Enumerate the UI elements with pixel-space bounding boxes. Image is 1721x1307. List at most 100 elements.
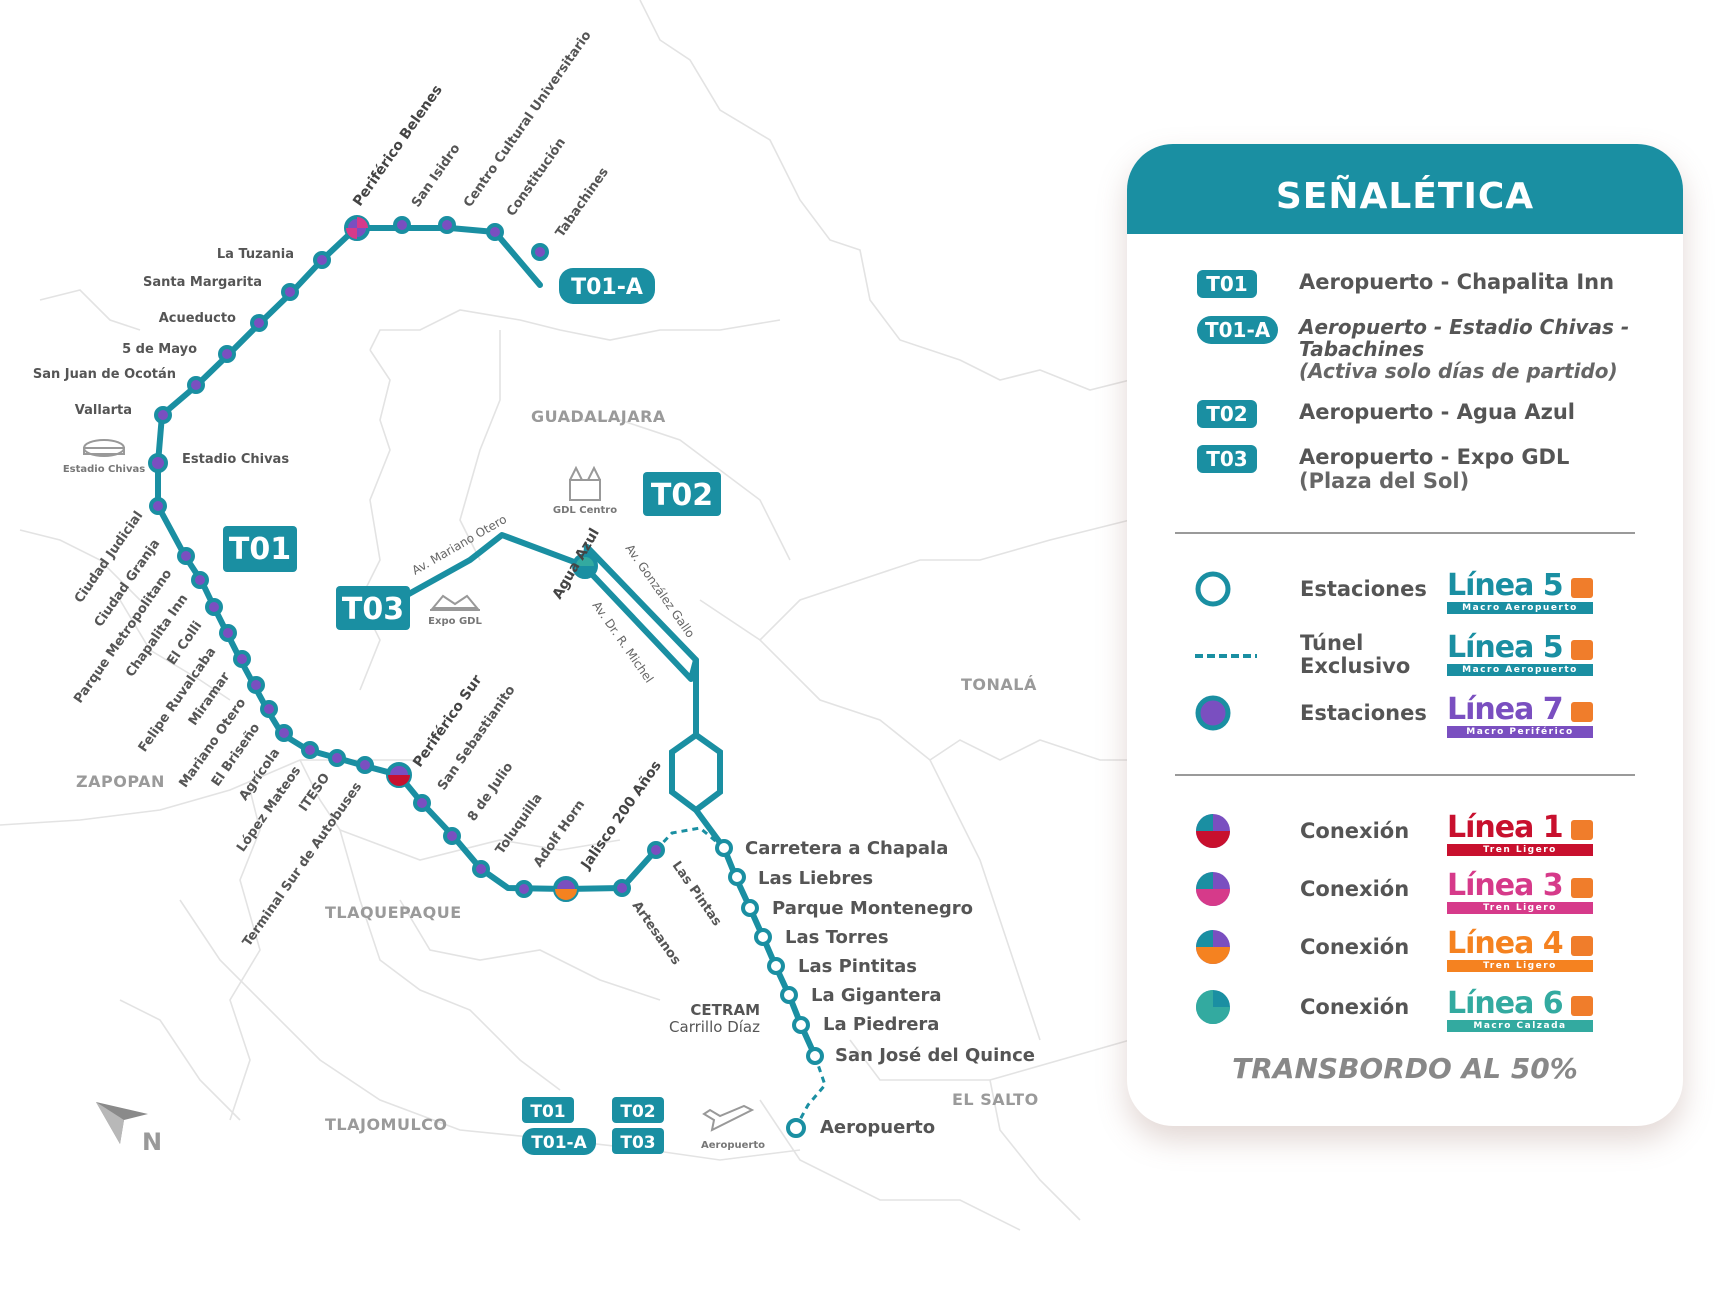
station-san-sebastianito [413,794,431,812]
legend-conn-l4: Conexión Línea 4 Tren Ligero [1193,928,1633,978]
station-las-torres [754,928,772,946]
station-acueducto [250,314,268,332]
station-las-pintitas [767,957,785,975]
label-periferico-sur: Periférico Sur [410,672,485,770]
station-parque-metropolitano [191,571,209,589]
legend-tunnel: Túnel Exclusivo Línea 5 Macro Aeropuerto [1193,632,1633,682]
label-las-torres: Las Torres [785,927,889,948]
conn-l1-icon [1196,814,1230,848]
brand-linea-6: Línea 6 Macro Calzada [1447,988,1597,1036]
station-tabachines [531,243,549,261]
label-la-piedrera: La Piedrera [823,1014,939,1035]
brand-linea-5-title: Línea 5 [1447,568,1564,603]
label-5-de-mayo: 5 de Mayo [122,342,197,357]
station-las-liebres [728,868,746,886]
brand-linea-7-sub: Macro Periférico [1447,726,1593,738]
municipality-tlaquepaque: TLAQUEPAQUE [325,903,462,922]
station-vallarta [154,406,172,424]
badge-t03: T03 [620,1133,655,1153]
legend-tunnel-label: Túnel Exclusivo [1300,631,1411,678]
label-la-gigantera: La Gigantera [811,985,942,1006]
legend-header: SEÑALÉTICA [1127,144,1683,234]
conn-l3-icon [1196,872,1230,906]
label-acueducto: Acueducto [159,311,236,326]
label-lopez-mateos: López Mateos [234,763,304,854]
bottom-badges: T01 T02 T01-A T03 [522,1097,664,1155]
station-miramar [247,676,265,694]
brand-linea-4: Línea 4 Tren Ligero [1447,928,1597,976]
brand-linea-7-title: Línea 7 [1447,692,1564,727]
brand-smile-icon [1571,996,1593,1016]
estadio-icon-caption: Estadio Chivas [63,464,145,475]
legend-route-t01-text: Aeropuerto - Chapalita Inn [1299,270,1615,294]
expo-icon-caption: Expo GDL [428,616,482,627]
label-parque-montenegro: Parque Montenegro [772,898,973,919]
station-san-isidro [393,216,411,234]
brand-linea-7: Línea 7 Macro Periférico [1447,694,1597,742]
station-carretera-chapala [715,839,733,857]
legend-tag-t02: T02 [1197,400,1257,428]
legend-route-t03-main: Aeropuerto - Expo GDL [1299,445,1570,469]
gdl-icon-caption: GDL Centro [553,505,617,516]
legend-l7-label: Estaciones [1300,701,1427,725]
compass-icon: N [96,1102,162,1156]
station-5-de-mayo [218,345,236,363]
label-ciudad-judicial: Ciudad Judicial [72,509,146,606]
brand-smile-icon [1571,640,1593,660]
brand-linea-1-sub: Tren Ligero [1447,844,1593,856]
tag-t01a: T01-A [571,275,643,300]
hollow-station-icon [1195,571,1231,607]
expo-gdl-icon: Expo GDL [428,594,482,627]
brand-linea-5-tunnel-title: Línea 5 [1447,630,1564,665]
trunk-hexagon [669,731,723,814]
station-la-gigantera [780,986,798,1004]
label-las-pintitas: Las Pintitas [798,956,917,977]
legend-conn-l4-label: Conexión [1300,935,1410,959]
station-santa-margarita [281,283,299,301]
conn-l6-icon [1196,990,1230,1024]
station-felipe [233,650,251,668]
connection-stations [344,215,598,902]
street-labels: Av. Mariano Otero Av. González Gallo Av.… [410,512,698,685]
label-artesanos: Artesanos [629,899,684,968]
station-constitucion [486,223,504,241]
tunnel-lines [654,826,827,1128]
legend-route-t02: T02 Aeropuerto - Agua Azul [1197,400,1575,428]
compass-label: N [142,1128,162,1156]
legend-conn-l6-label: Conexión [1300,995,1410,1019]
station-san-juan [187,376,205,394]
l5-stations [715,839,824,1138]
station-iteso [356,756,374,774]
station-chapalita [205,598,223,616]
brand-smile-icon [1571,702,1593,722]
station-la-tuzania [313,251,331,269]
tag-t01: T01 [229,532,291,567]
l7-station-icon [1195,695,1231,731]
station-lopez-mateos [328,749,346,767]
legend-route-t03-sub: (Plaza del Sol) [1299,469,1470,493]
label-8-de-julio: 8 de Julio [465,760,516,824]
legend-route-t01a-text: Aeropuerto - Estadio Chivas - Tabachines… [1299,316,1639,382]
legend-route-t01: T01 Aeropuerto - Chapalita Inn [1197,270,1614,298]
label-carretera-chapala: Carretera a Chapala [745,838,948,859]
brand-linea-5-tunnel-sub: Macro Aeropuerto [1447,664,1593,676]
tunnel-dash-icon [1195,654,1257,658]
legend-title: SEÑALÉTICA [1275,175,1535,217]
badge-t01a: T01-A [531,1133,587,1153]
station-ciudad-judicial [149,497,167,515]
brand-linea-1-title: Línea 1 [1447,810,1564,845]
label-san-juan: San Juan de Ocotán [33,367,176,382]
municipality-tonala: TONALÁ [961,675,1037,694]
station-adolf-horn [515,880,533,898]
label-san-jose: San José del Quince [835,1045,1035,1066]
label-toluquilla: Toluquilla [493,791,546,857]
brand-linea-3-sub: Tren Ligero [1447,902,1593,914]
tag-t03: T03 [342,592,404,627]
map-route-tags: T01-A T01 T02 T03 [223,268,721,630]
legend-conn-l3: Conexión Línea 3 Tren Ligero [1193,870,1633,920]
station-el-colli [219,624,237,642]
brand-smile-icon [1571,578,1593,598]
legend-l5-stations: Estaciones Línea 5 Macro Aeropuerto [1193,570,1633,620]
badge-t02: T02 [620,1102,655,1122]
